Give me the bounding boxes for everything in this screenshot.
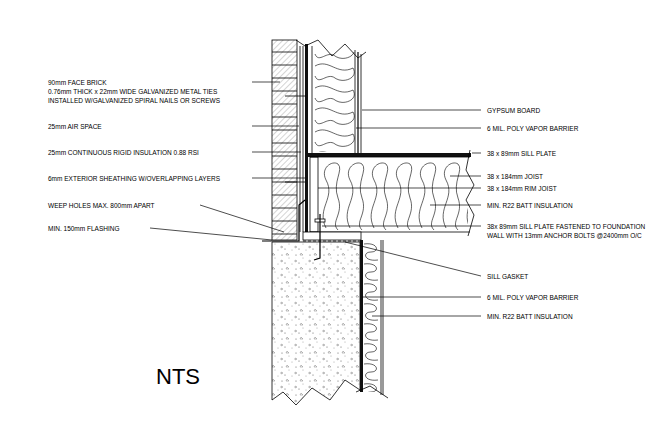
callout-label: 25mm CONTINUOUS RIGID INSULATION 0.88 RS… — [47, 148, 200, 157]
callout-label: 6mm EXTERIOR SHEATHING W/OVERLAPPING LAY… — [47, 174, 221, 183]
callout-label: 38x 89mm SILL PLATE FASTENED TO FOUNDATI… — [486, 222, 664, 240]
callout-label: 0.76mm THICK x 22mm WIDE GALVANIZED META… — [47, 87, 254, 105]
callout-label: 90mm FACE BRICK — [47, 78, 108, 87]
callout-label: 38 x 89mm SILL PLATE — [486, 149, 557, 158]
callout-label: 6 MIL. POLY VAPOR BARRIER — [486, 124, 579, 133]
callout-label: 25mm AIR SPACE — [47, 122, 103, 131]
callout-label: WEEP HOLES MAX. 800mm APART — [47, 201, 156, 210]
callout-label: 6 MIL. POLY VAPOR BARRIER — [486, 293, 579, 302]
callout-label: MIN. 150mm FLASHING — [47, 224, 121, 233]
callout-label: SILL GASKET — [486, 272, 529, 281]
callout-label: GYPSUM BOARD — [486, 106, 541, 115]
callout-label: MIN. R22 BATT INSULATION — [486, 312, 574, 321]
callout-label: MIN. R22 BATT INSULATION — [486, 201, 574, 210]
callout-label: 38 x 184mm JOIST — [486, 172, 544, 181]
callout-label: 38 x 184mm RIM JOIST — [486, 184, 558, 193]
scale-note: NTS — [155, 364, 201, 390]
